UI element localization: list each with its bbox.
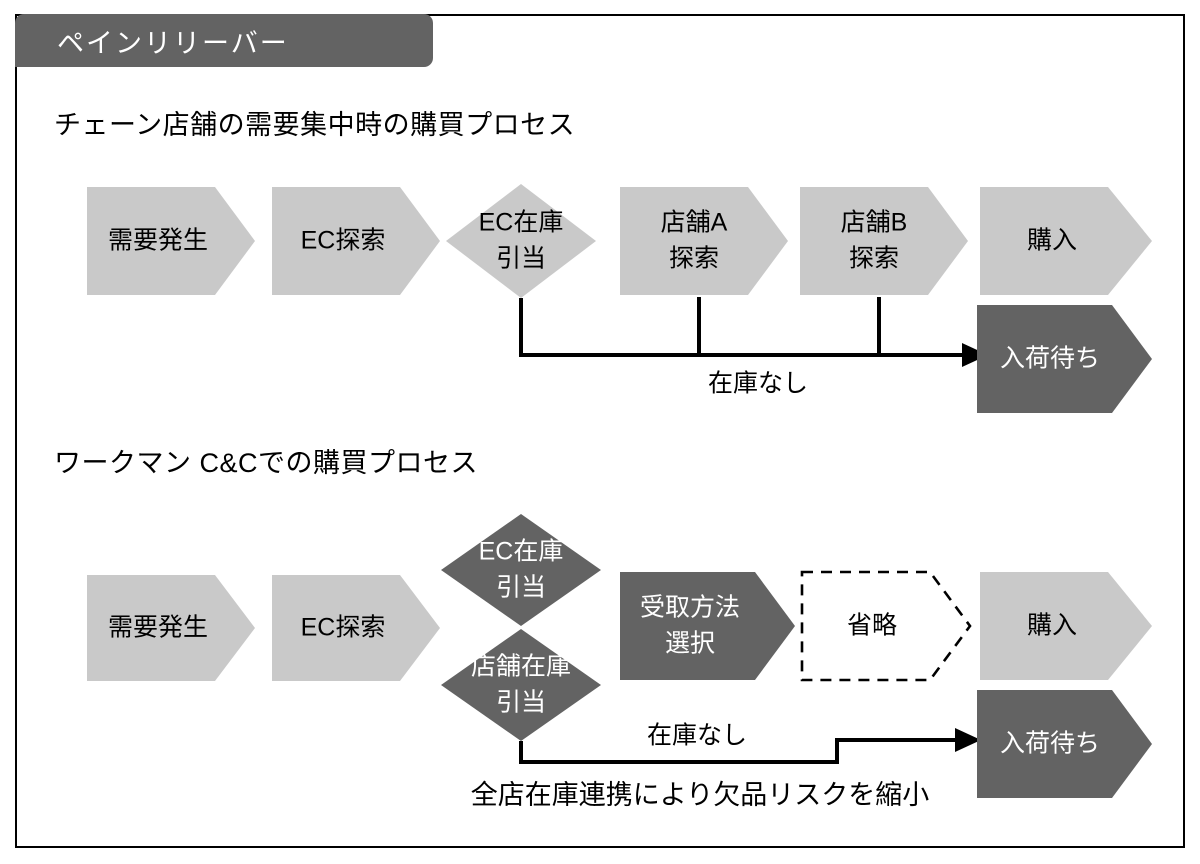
node-purchase-2[interactable]: 購入	[980, 572, 1152, 680]
node-demand-occurs-2[interactable]: 需要発生	[87, 575, 255, 681]
node-label-line2: 選択	[665, 630, 715, 658]
section-heading-1: チェーン店舗の需要集中時の購買プロセス	[54, 110, 576, 140]
node-label-line1: 店舗A	[661, 209, 728, 237]
panel-title-tab: ペインリリーバー	[15, 14, 433, 67]
node-label: 入荷待ち	[1000, 345, 1100, 373]
node-awaiting-arrival-2[interactable]: 入荷待ち	[977, 690, 1152, 798]
node-label: 購入	[1027, 612, 1077, 640]
node-label-line2: 引当	[496, 689, 546, 717]
section-heading-2: ワークマン C&Cでの購買プロセス	[54, 448, 479, 478]
node-omitted[interactable]: 省略	[800, 570, 972, 682]
node-label: 省略	[847, 612, 897, 640]
node-ec-stock-allocation-2[interactable]: EC在庫 引当	[441, 514, 601, 626]
section-caption: 全店在庫連携により欠品リスクを縮小	[471, 780, 929, 810]
node-ec-search-2[interactable]: EC探索	[272, 575, 440, 681]
node-label: EC探索	[301, 227, 386, 255]
node-label-line1: EC在庫	[479, 209, 564, 237]
node-label-line2: 探索	[849, 245, 899, 273]
node-label-line1: 店舗B	[841, 209, 908, 237]
node-awaiting-arrival-1[interactable]: 入荷待ち	[977, 305, 1152, 413]
node-label-line2: 引当	[496, 574, 546, 602]
edge-label-no-stock-2: 在庫なし	[647, 722, 747, 750]
node-label: 需要発生	[108, 227, 208, 255]
node-demand-occurs-1[interactable]: 需要発生	[87, 187, 255, 295]
node-label: 購入	[1027, 227, 1077, 255]
node-store-a-search[interactable]: 店舗A 探索	[620, 187, 788, 295]
connector-no-stock-1	[519, 297, 988, 367]
node-ec-stock-allocation-1[interactable]: EC在庫 引当	[446, 184, 596, 298]
node-label-line1: EC在庫	[479, 538, 564, 566]
node-label-line2: 引当	[496, 245, 546, 273]
node-label: EC探索	[301, 614, 386, 642]
connector-no-stock-2	[519, 728, 981, 764]
node-store-stock-allocation[interactable]: 店舗在庫 引当	[441, 629, 601, 741]
node-purchase-1[interactable]: 購入	[980, 187, 1152, 295]
edge-label-no-stock-1: 在庫なし	[708, 370, 808, 398]
node-label-line2: 探索	[669, 245, 719, 273]
panel-title: ペインリリーバー	[57, 28, 289, 58]
node-label: 入荷待ち	[1000, 730, 1100, 758]
node-label-line1: 店舗在庫	[471, 653, 571, 681]
node-store-b-search[interactable]: 店舗B 探索	[800, 187, 968, 295]
node-label: 需要発生	[108, 614, 208, 642]
node-label-line1: 受取方法	[640, 594, 740, 622]
node-pickup-method-select[interactable]: 受取方法 選択	[620, 572, 795, 680]
node-ec-search-1[interactable]: EC探索	[272, 187, 440, 295]
